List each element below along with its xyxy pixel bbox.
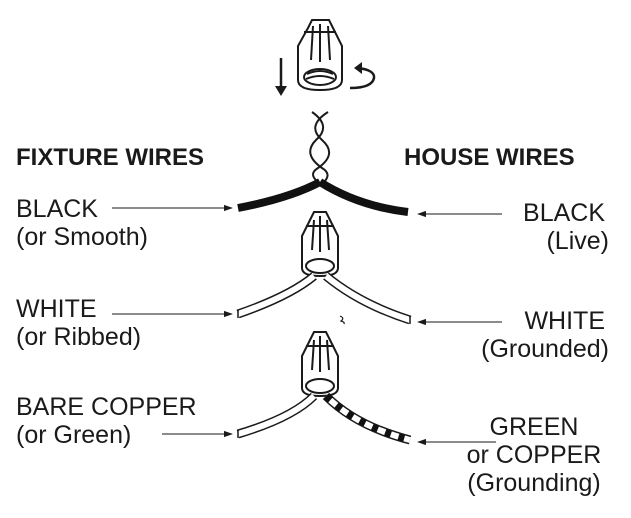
down-arrow-icon xyxy=(275,58,287,96)
top-wire-nut-icon xyxy=(297,19,343,92)
fixture-black-label: BLACK xyxy=(16,195,98,223)
fixture-black-wire xyxy=(237,178,322,212)
fixture-white-sublabel: (or Ribbed) xyxy=(16,323,142,351)
bare-copper-wire xyxy=(236,392,318,439)
fixture-black-sublabel: (or Smooth) xyxy=(16,223,148,251)
house-green-note: (Grounding) xyxy=(467,469,601,497)
twisted-wires xyxy=(309,111,330,183)
house-black-sublabel: (Live) xyxy=(546,227,609,255)
bottom-wire-nut-icon xyxy=(301,331,339,398)
middle-wire-nut-icon xyxy=(301,211,339,278)
ribbed-mark-icon xyxy=(339,315,345,325)
leader-arrows xyxy=(112,204,502,446)
house-green-label: GREEN xyxy=(489,413,579,441)
green-copper-wire xyxy=(322,392,412,445)
house-white-sublabel: (Grounded) xyxy=(481,335,609,363)
house-wires-heading: HOUSE WIRES xyxy=(404,144,575,171)
house-black-label: BLACK xyxy=(523,199,605,227)
fixture-copper-label: BARE COPPER xyxy=(16,393,197,421)
fixture-wires-heading: FIXTURE WIRES xyxy=(16,144,205,171)
white-wires xyxy=(236,272,412,325)
fixture-white-label: WHITE xyxy=(16,295,97,323)
house-white-label: WHITE xyxy=(524,307,605,335)
house-black-wire xyxy=(317,178,409,216)
fixture-copper-sublabel: (or Green) xyxy=(16,421,132,449)
house-green-sublabel: or COPPER xyxy=(466,441,602,469)
twist-arrow-icon xyxy=(349,62,376,90)
